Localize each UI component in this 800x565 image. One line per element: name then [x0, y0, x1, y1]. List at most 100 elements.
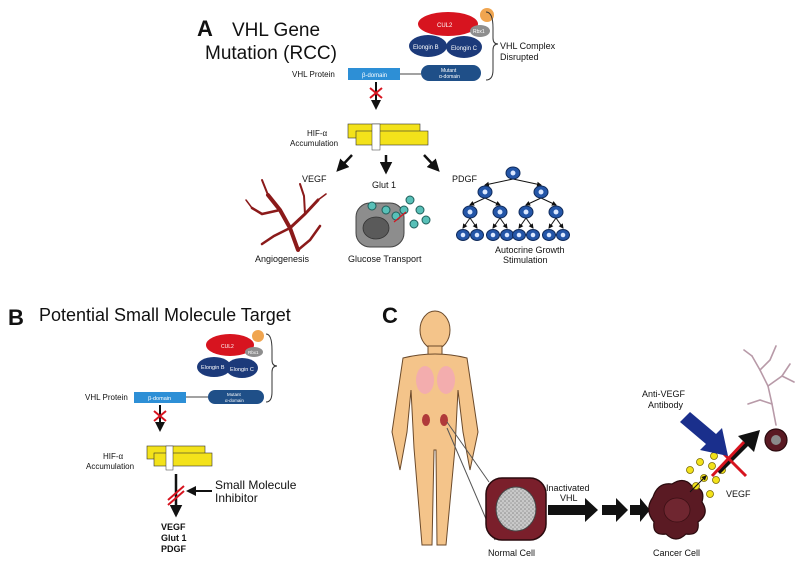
cell-nucleus — [467, 209, 473, 215]
hif-bar-2 — [355, 130, 429, 146]
mutant-label: Mutant — [441, 68, 457, 74]
complex-brace — [485, 11, 499, 81]
cell-nucleus — [530, 232, 536, 238]
antibody-label-line2: Antibody — [648, 400, 684, 410]
panel-b: B Potential Small Molecule Target CUL2 R… — [8, 305, 297, 554]
elongin-b-label-b: Elongin B — [201, 365, 225, 371]
division-arrow — [462, 217, 471, 229]
division-arrow — [518, 217, 527, 229]
cell-nucleus — [490, 232, 496, 238]
output-glut1: Glut 1 — [161, 533, 187, 543]
cell-nucleus — [504, 232, 510, 238]
inactivated-vhl-line2: VHL — [560, 493, 578, 503]
hif-label-line2: Accumulation — [290, 139, 338, 148]
division-arrow — [525, 217, 534, 229]
division-arrow — [469, 217, 478, 229]
output-pdgf: PDGF — [161, 544, 187, 554]
hif-label-b-line2: Accumulation — [86, 462, 134, 471]
cell-nucleus — [560, 232, 566, 238]
kidney-zoom-line1 — [446, 421, 490, 483]
antibody-arrow — [680, 412, 728, 456]
cell-nucleus — [516, 232, 522, 238]
alpha-domain-label: α-domain — [439, 74, 460, 80]
elongin-c-label: Elongin C — [451, 46, 478, 52]
division-arrow — [484, 197, 501, 206]
division-arrow — [525, 197, 542, 206]
panel-a-title-line2: Mutation (RCC) — [205, 43, 337, 64]
panel-c-letter: C — [382, 303, 398, 328]
human-body-icon — [391, 310, 479, 546]
complex-disrupted-line1: VHL Complex — [500, 41, 556, 51]
antibody-label-line1: Anti-VEGF — [642, 389, 686, 399]
vhl-complex-b: CUL2 Rbx1 Elongin B Elongin C Mutant α-d… — [134, 330, 278, 404]
cell-nucleus — [546, 232, 552, 238]
block-x2-c — [710, 440, 746, 478]
vegf-label-a: VEGF — [302, 174, 327, 184]
vegf-label-c: VEGF — [726, 489, 751, 499]
vhl-complex-a: CUL2 Rbx1 Elongin B Elongin C Mutant α-d… — [348, 8, 556, 81]
alpha-domain-label-b: α-domain — [225, 398, 244, 403]
cell-nucleus — [538, 189, 544, 195]
arrow-to-vegf — [336, 154, 353, 172]
rbx1-ball — [480, 8, 494, 22]
elongin-b-subunit — [409, 35, 447, 57]
vhl-protein-label: VHL Protein — [292, 70, 335, 79]
inhibitor-label-line1: Small Molecule — [215, 478, 297, 492]
block-x2-a — [369, 87, 383, 99]
hif-label-b-line1: HIF-α — [103, 452, 124, 461]
cell-nucleus — [523, 209, 529, 215]
division-arrow — [548, 217, 557, 229]
vessel-outline-icon — [743, 345, 795, 426]
glucose-transport-cell — [355, 195, 431, 248]
hif-label-line1: HIF-α — [307, 129, 328, 138]
autocrine-label-line2: Stimulation — [503, 255, 548, 265]
cell-nucleus — [482, 189, 488, 195]
target-cell-icon — [764, 428, 788, 452]
division-arrow — [492, 217, 501, 229]
hif-accumulation-a: HIF-α Accumulation — [290, 123, 429, 151]
hif-segment — [371, 123, 381, 151]
elongin-c-subunit — [446, 36, 482, 58]
panel-b-letter: B — [8, 305, 24, 330]
cancer-cell-label: Cancer Cell — [653, 548, 700, 558]
panel-a-title-line1: VHL Gene — [232, 20, 320, 41]
vegf-signal-arrow — [716, 430, 760, 474]
glut1-label-a: Glut 1 — [372, 180, 396, 190]
panel-a-letter: A — [197, 16, 213, 41]
cancer-cell-icon — [648, 479, 706, 540]
elongin-c-label-b: Elongin C — [230, 367, 254, 373]
autocrine-cell-tree — [456, 166, 570, 242]
beta-domain-label-b: β-domain — [148, 396, 171, 402]
rbx1-label: Rbx1 — [473, 29, 485, 35]
panel-c: C Normal Cell Inactivate — [382, 303, 795, 558]
arrow-to-pdgf — [423, 154, 440, 172]
cul2-label: CUL2 — [437, 23, 453, 29]
rbx1-label-b: Rbx1 — [248, 350, 259, 355]
pdgf-label-a: PDGF — [452, 174, 478, 184]
glucose-transport-label: Glucose Transport — [348, 254, 422, 264]
inhibitor-label-line2: Inhibitor — [215, 491, 258, 505]
beta-domain-bar — [348, 68, 400, 80]
cell-nucleus — [474, 232, 480, 238]
secretion-arrow — [689, 475, 707, 493]
cell-nucleus — [497, 209, 503, 215]
elongin-b-label: Elongin B — [413, 45, 439, 51]
normal-cell-label: Normal Cell — [488, 548, 535, 558]
complex-disrupted-line2: Disrupted — [500, 52, 539, 62]
cell-nucleus — [553, 209, 559, 215]
output-vegf: VEGF — [161, 522, 186, 532]
blood-vessel-icon — [245, 179, 327, 252]
progression-arrows — [548, 498, 650, 522]
division-arrow — [540, 197, 557, 206]
division-arrow — [484, 178, 514, 187]
cell-nucleus — [460, 232, 466, 238]
normal-cell-icon — [485, 477, 547, 541]
cul2-label-b: CUL2 — [221, 344, 234, 350]
complex-brace-b — [265, 333, 278, 403]
division-arrow — [469, 197, 486, 206]
hif-accumulation-b: HIF-α Accumulation — [86, 445, 213, 471]
division-arrow — [499, 217, 508, 229]
mutant-label-b: Mutant — [227, 392, 242, 397]
beta-domain-label: β-domain — [362, 73, 387, 79]
